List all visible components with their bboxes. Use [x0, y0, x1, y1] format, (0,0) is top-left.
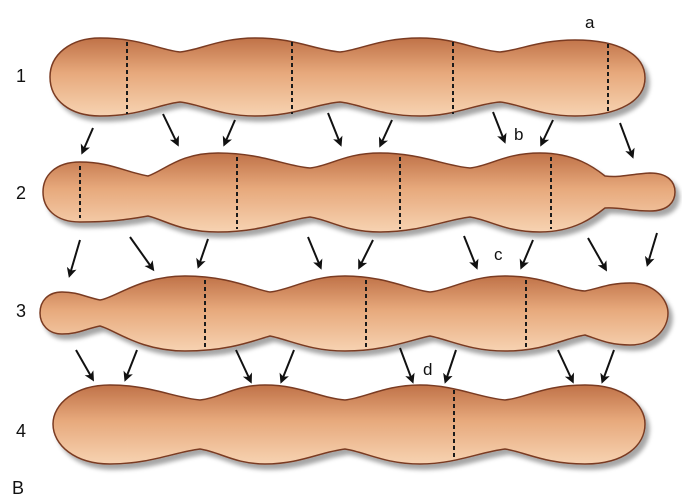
arrow — [378, 119, 393, 148]
arrow — [519, 239, 534, 270]
arrow — [75, 349, 94, 382]
row-4-body — [52, 384, 646, 465]
point-label-b: b — [514, 125, 524, 144]
row-1-filament — [49, 37, 646, 117]
panel-letter: B — [12, 478, 25, 498]
arrow — [619, 122, 635, 159]
arrow — [123, 349, 138, 382]
arrow — [196, 238, 209, 269]
arrow — [80, 127, 94, 155]
arrow — [358, 239, 374, 270]
arrow — [540, 119, 554, 147]
row-label-2: 2 — [16, 183, 27, 203]
arrow — [399, 347, 415, 384]
arrow — [129, 236, 155, 272]
arrows-3-to-4 — [75, 347, 615, 384]
row-2-body — [42, 152, 676, 233]
row-2-filament — [42, 152, 676, 233]
arrow — [463, 235, 479, 270]
arrow — [327, 112, 343, 147]
arrows-2-to-3 — [66, 232, 658, 278]
point-label-c: c — [494, 245, 503, 264]
row-4-filament — [52, 384, 646, 465]
row-label-4: 4 — [16, 421, 27, 441]
row-3-filament — [39, 275, 669, 352]
arrow — [235, 349, 252, 384]
arrow — [443, 349, 457, 384]
arrow — [587, 237, 607, 272]
arrow — [600, 349, 615, 384]
arrow — [279, 349, 295, 384]
row-label-1: 1 — [16, 66, 27, 86]
arrow — [307, 236, 323, 270]
row-3-body — [39, 275, 669, 352]
row-1-body — [49, 37, 646, 117]
row-label-3: 3 — [16, 301, 27, 321]
arrows-1-to-2 — [80, 111, 635, 159]
arrow — [644, 232, 658, 267]
arrow — [66, 239, 81, 278]
point-label-d: d — [423, 360, 433, 379]
arrow — [222, 119, 236, 147]
arrow — [162, 113, 179, 147]
arrow — [557, 349, 574, 384]
arrow — [492, 111, 507, 144]
point-label-a: a — [585, 13, 595, 32]
